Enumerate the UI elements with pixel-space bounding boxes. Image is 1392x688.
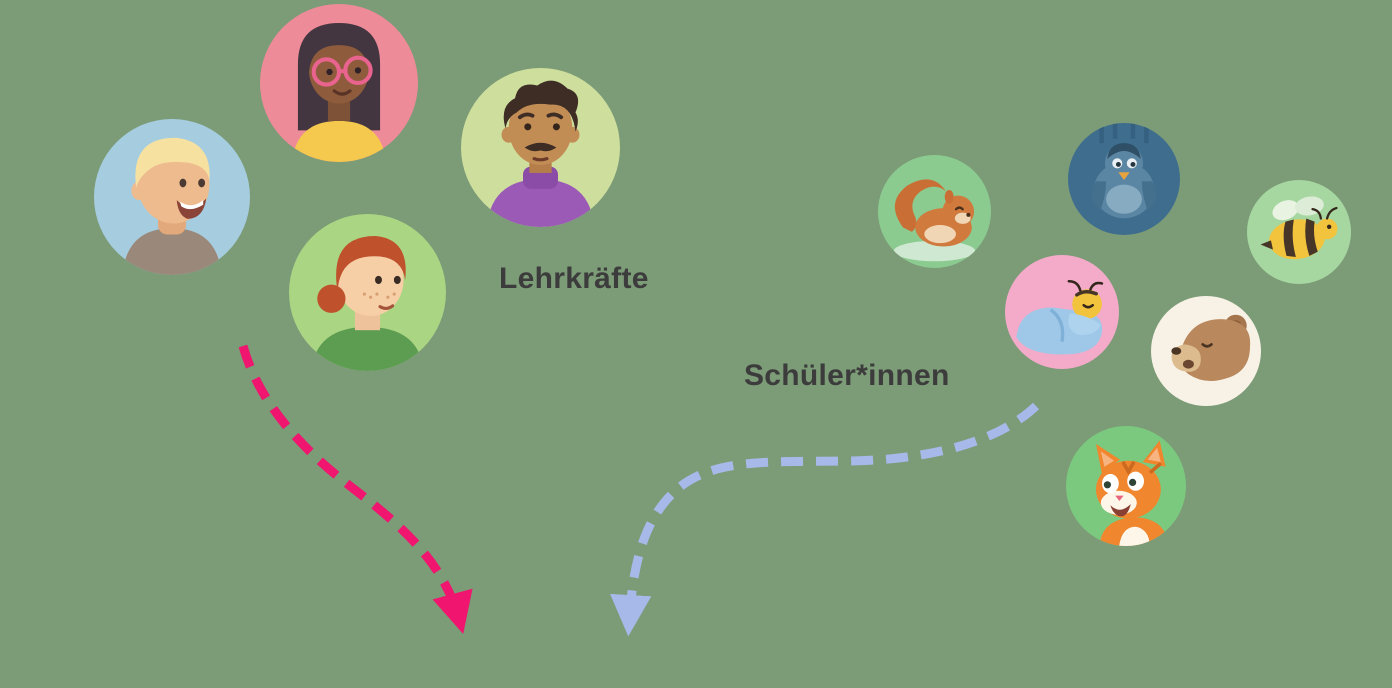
students-label: Schüler*innen [744,359,950,392]
student-bear-avatar [1151,296,1261,406]
bear-icon [1151,296,1261,406]
cat-icon [1066,426,1186,546]
squirrel-icon [878,155,991,268]
student-bird-avatar [1068,123,1180,235]
teacher-red-haired-woman-avatar [289,214,446,371]
woman-with-glasses-icon [260,4,418,162]
student-sleeping-bee-avatar [1005,255,1119,369]
man-with-mustache-icon [461,68,620,227]
teacher-blonde-man-avatar [94,119,250,275]
student-bee-avatar [1247,180,1351,284]
student-squirrel-avatar [878,155,991,268]
sleeping-bee-icon [1005,255,1119,369]
teacher-woman-with-glasses-avatar [260,4,418,162]
bird-icon [1068,123,1180,235]
bee-icon [1247,180,1351,284]
red-haired-woman-icon [289,214,446,371]
teachers-label: Lehrkräfte [499,262,649,295]
teacher-man-with-mustache-avatar [461,68,620,227]
teachers-flow-arrow [238,344,473,634]
students-flow-arrow [610,402,1040,637]
student-cat-avatar [1066,426,1186,546]
blonde-man-icon [94,119,250,275]
